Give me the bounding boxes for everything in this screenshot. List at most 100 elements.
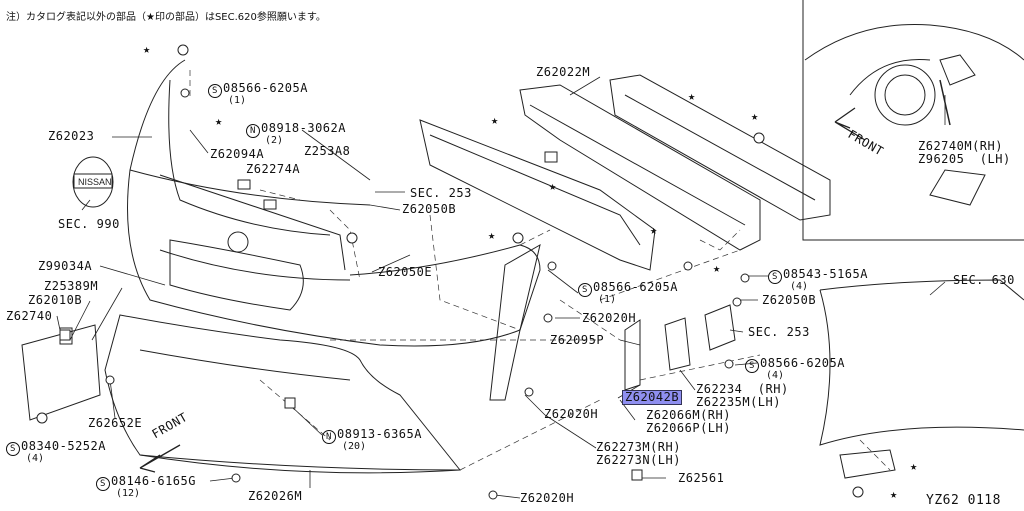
leader-lines <box>56 76 946 499</box>
upper-member <box>519 84 761 251</box>
part-label: Z99034A <box>38 259 93 273</box>
license-bracket <box>21 324 101 421</box>
bolt-number: 08566-6205A <box>593 280 678 294</box>
bolt-number: 08543-5165A <box>783 267 868 281</box>
nut-qty: (2) <box>265 135 284 146</box>
part-label: Z62095P <box>550 333 605 347</box>
section-label: SEC. 990 <box>58 217 120 231</box>
part-label: Z62094A <box>210 147 265 161</box>
fender-bracket <box>839 449 896 479</box>
energy-absorber <box>609 74 831 221</box>
bolt-number: 08340-5252A <box>21 439 106 453</box>
star-marker: ★ <box>890 487 898 501</box>
clips <box>36 44 765 500</box>
diagram-code: YZ62 0118 <box>926 493 1001 508</box>
star-marker: ★ <box>751 109 759 123</box>
star-marker: ★ <box>488 228 496 242</box>
s-prefix-icon: S <box>208 84 222 98</box>
emblem-oval <box>72 156 114 208</box>
part-label: Z62023 <box>48 129 95 143</box>
s-prefix-icon: S <box>745 359 759 373</box>
bolt-qty: (1) <box>598 294 617 305</box>
star-marker: ★ <box>910 459 918 473</box>
star-marker: ★ <box>143 42 151 56</box>
section-label: SEC. 630 <box>953 273 1015 287</box>
star-marker: ★ <box>215 114 223 128</box>
side-bracket-rh <box>624 319 641 391</box>
star-marker: ★ <box>549 179 557 193</box>
part-label: Z253A8 <box>304 144 351 158</box>
part-label: Z62273N(LH) <box>596 453 681 467</box>
svg-text:NISSAN: NISSAN <box>78 177 112 187</box>
part-label: Z62050B <box>762 293 817 307</box>
front-arrow-top <box>834 107 866 141</box>
s-prefix-icon: S <box>768 270 782 284</box>
inset-wheel <box>874 64 936 126</box>
bolt-number: 08566-6205A <box>223 81 308 95</box>
part-label: Z62020H <box>544 407 599 421</box>
part-label: Z62740M(RH) <box>918 139 1003 153</box>
s-prefix-icon: S <box>96 477 110 491</box>
n-prefix-icon: N <box>322 430 336 444</box>
header-note: 注）カタログ表記以外の部品（★印の部品）はSEC.620参照願います。 <box>6 12 326 23</box>
bolt-qty: (12) <box>116 488 141 499</box>
part-label: Z62026M <box>248 489 303 503</box>
part-label: Z62020H <box>520 491 575 505</box>
n-prefix-icon: N <box>246 124 260 138</box>
nut-qty: (20) <box>342 441 367 452</box>
sec253-bracket <box>704 304 736 351</box>
side-bracket-lh <box>489 243 541 401</box>
part-label: Z96205 (LH) <box>918 152 1011 166</box>
dashed-lines <box>189 70 891 471</box>
fender-outline <box>819 279 1024 301</box>
star-marker: ★ <box>688 89 696 103</box>
bolt-qty: (4) <box>766 370 785 381</box>
section-label: SEC. 253 <box>748 325 810 339</box>
s-prefix-icon: S <box>578 283 592 297</box>
star-marker: ★ <box>491 113 499 127</box>
front-arrow-bottom <box>139 444 181 473</box>
emblem-mount <box>227 231 249 253</box>
bolt-qty: (4) <box>790 281 809 292</box>
reinforcement-beam <box>419 119 656 271</box>
inset-part <box>929 169 986 206</box>
part-label: Z25389M <box>44 279 99 293</box>
part-label: Z62066P(LH) <box>646 421 731 435</box>
part-label: Z62273M(RH) <box>596 440 681 454</box>
star-marker: ★ <box>713 261 721 275</box>
part-label: Z62235M(LH) <box>696 395 781 409</box>
part-label: Z62234 (RH) <box>696 382 789 396</box>
part-label: Z62050B <box>402 202 457 216</box>
bolt-number: 08566-6205A <box>760 356 845 370</box>
part-label: Z62022M <box>536 65 591 79</box>
part-label: Z62652E <box>88 416 143 430</box>
part-label: Z62050E <box>378 265 433 279</box>
part-label: Z62010B <box>28 293 83 307</box>
star-marker: ★ <box>650 223 658 237</box>
bolt-qty: (4) <box>26 453 45 464</box>
part-label: Z62020H <box>582 311 637 325</box>
inset-bracket <box>939 54 976 86</box>
s-prefix-icon: S <box>6 442 20 456</box>
part-label: Z62066M(RH) <box>646 408 731 422</box>
part-label: Z62561 <box>678 471 725 485</box>
inset-frame <box>802 0 1024 241</box>
part-label: Z62274A <box>246 162 301 176</box>
nut-number: 08918-3062A <box>261 121 346 135</box>
section-label: SEC. 253 <box>410 186 472 200</box>
highlighted-part-label[interactable]: Z62042B <box>622 390 683 405</box>
bolt-qty: (1) <box>228 95 247 106</box>
lower-spoiler <box>104 314 461 474</box>
nut-number: 08913-6365A <box>337 427 422 441</box>
grille-opening <box>169 239 304 311</box>
